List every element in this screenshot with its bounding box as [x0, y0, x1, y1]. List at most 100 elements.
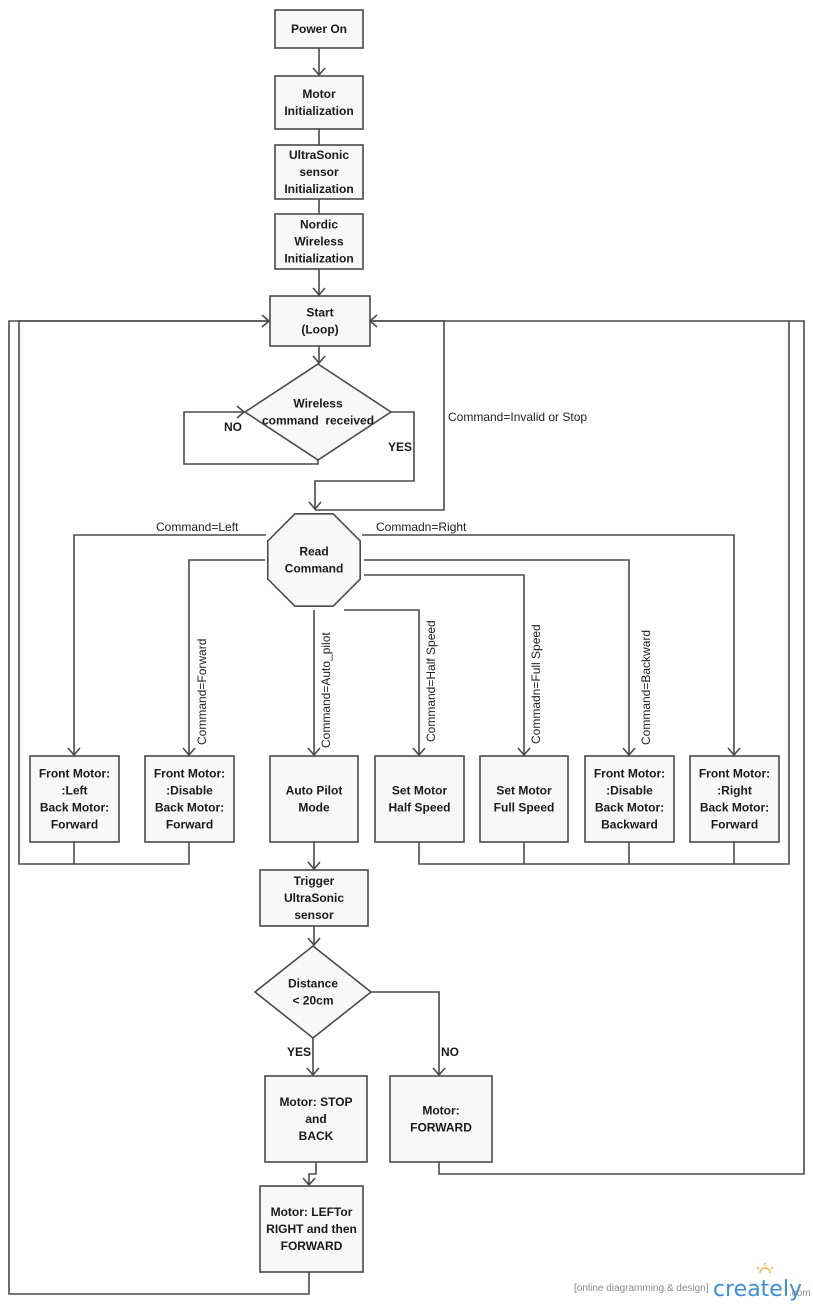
connector-lines — [8, 48, 805, 1295]
edge-command-half-speed-arrowhead — [412, 747, 426, 757]
edge-stop-to-turn-arrowhead — [302, 1177, 316, 1187]
edge-stop-to-turn — [308, 1162, 317, 1185]
node-wireless-decision-text: command received — [262, 414, 374, 428]
node-front-left-shape — [29, 755, 120, 843]
edge-command-auto-pilot-arrowhead — [307, 747, 321, 757]
node-start-loop: Start(Loop) — [269, 295, 371, 347]
node-half-speed-shape — [374, 755, 465, 843]
node-trigger-text: UltraSonic — [284, 891, 344, 905]
node-forward: Motor: FORWARD — [389, 1075, 493, 1163]
node-front-right-shape — [689, 755, 780, 843]
flowchart-nodes: Power OnMotorInitializationUltraSonicsen… — [29, 9, 780, 1273]
node-motor-init-text: Motor — [302, 87, 336, 101]
edge-label-command-right: Commadn=Right — [376, 520, 467, 534]
node-distance-text: Distance — [288, 977, 338, 991]
node-full-speed-shape — [479, 755, 569, 843]
edge-label-invalid-or-stop: Command=Invalid or Stop — [448, 410, 587, 424]
edge-wireless-yes-arrowhead — [308, 501, 322, 511]
node-trigger-shape — [259, 869, 369, 927]
node-forward-text: Motor: — [422, 1104, 459, 1118]
edge-distance-no — [371, 991, 440, 1075]
node-start-loop-shape — [269, 295, 371, 347]
node-ultrasonic-init-shape — [274, 144, 364, 200]
node-auto-pilot-text: Mode — [298, 801, 330, 815]
edge-command-backward — [364, 559, 630, 755]
node-read-command-shape — [266, 512, 362, 608]
node-start-loop-text: Start — [306, 306, 333, 320]
edge-command-forward-arrowhead — [182, 747, 196, 757]
edge-label-command-half-speed: Command=Half Speed — [424, 620, 438, 742]
edge-label-command-forward: Command=Forward — [195, 639, 209, 745]
edge-turn-to-start — [8, 320, 310, 1295]
node-wireless-decision-text: Wireless — [293, 397, 343, 411]
node-turn-forward-text: RIGHT and then — [266, 1222, 357, 1236]
edge-command-full-speed — [364, 574, 525, 755]
node-read-command-text: Read — [299, 545, 328, 559]
node-nordic-init-text: Wireless — [294, 235, 344, 249]
node-stop-back-text: Motor: STOP — [279, 1095, 352, 1109]
edge-command-backward-arrowhead — [622, 747, 636, 757]
edge-label-distance-no: NO — [441, 1045, 459, 1059]
node-front-disable-back-text: Backward — [601, 818, 658, 832]
node-power-on: Power On — [274, 9, 364, 49]
node-stop-back-text: and — [305, 1112, 326, 1126]
node-front-disable-fwd-shape — [144, 755, 235, 843]
creately-watermark: [online diagramming & design] creately .… — [574, 1263, 811, 1302]
node-front-disable-back-shape — [584, 755, 675, 843]
edge-trigger-to-distance-arrowhead — [307, 937, 321, 947]
node-front-right-text: Back Motor: — [700, 801, 769, 815]
edge-command-right-arrowhead — [727, 747, 741, 757]
node-front-right-text: Front Motor: — [699, 767, 770, 781]
node-ultrasonic-init-text: sensor — [299, 165, 339, 179]
node-distance: Distance < 20cm — [253, 944, 373, 1040]
watermark-tagline: [online diagramming & design] — [574, 1283, 709, 1294]
edge-command-forward — [188, 559, 265, 755]
node-trigger-text: Trigger — [294, 874, 335, 888]
node-wireless-decision: Wireless command received — [243, 363, 393, 461]
node-power-on-text: Power On — [291, 22, 347, 36]
node-nordic-init-text: Initialization — [284, 252, 353, 266]
node-distance-shape — [253, 944, 373, 1040]
node-power-on-shape — [274, 9, 364, 49]
edge-label-no: NO — [224, 420, 242, 434]
edge-command-left-arrowhead — [67, 747, 81, 757]
node-wireless-decision-shape — [243, 363, 393, 461]
node-front-left-text: :Left — [62, 784, 88, 798]
edge-power-to-motor-init-arrowhead — [312, 67, 326, 77]
edge-right-group-to-start — [370, 320, 790, 865]
node-turn-forward-shape — [259, 1185, 364, 1273]
node-front-right-text: :Right — [717, 784, 752, 798]
node-ultrasonic-init-text: UltraSonic — [289, 148, 349, 162]
node-front-disable-fwd-text: Back Motor: — [155, 801, 224, 815]
node-front-disable-back-text: Front Motor: — [594, 767, 665, 781]
node-front-disable-fwd-text: :Disable — [166, 784, 213, 798]
node-distance-text: < 20cm — [292, 994, 333, 1008]
edge-label-command-backward: Command=Backward — [639, 630, 653, 745]
node-auto-pilot-text: Auto Pilot — [286, 784, 343, 798]
edge-label-distance-yes: YES — [287, 1045, 311, 1059]
node-trigger-text: sensor — [294, 908, 334, 922]
node-read-command-text: Command — [285, 562, 344, 576]
node-full-speed-text: Set Motor — [496, 784, 552, 798]
node-forward-text: FORWARD — [410, 1121, 472, 1135]
node-auto-pilot-shape — [269, 755, 359, 843]
node-front-disable-back-text: :Disable — [606, 784, 653, 798]
sun-icon — [756, 1263, 774, 1274]
node-nordic-init-text: Nordic — [300, 218, 338, 232]
edge-nordic-to-start-arrowhead — [312, 287, 326, 297]
node-full-speed-text: Full Speed — [494, 801, 555, 815]
edge-wireless-yes — [314, 411, 415, 509]
